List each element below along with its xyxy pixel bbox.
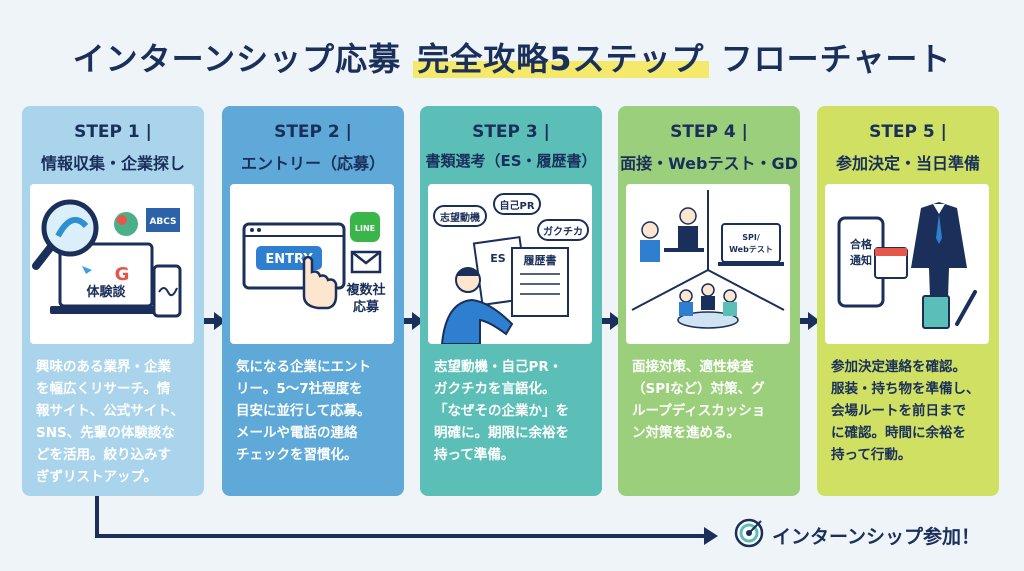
svg-text:Webテスト: Webテスト <box>729 245 773 254</box>
step-subtitle: 面接・Webテスト・GD <box>620 154 798 173</box>
step-label: STEP 5 | <box>869 122 947 142</box>
final-goal: インターンシップ参加！ <box>734 518 980 553</box>
step-label: STEP 1 | <box>74 122 152 142</box>
step-card-3: STEP 3 | 書類選考（ES・履歴書） 志望動機 自己PR ガクチカ ES … <box>420 106 602 496</box>
svg-text:ガクチカ: ガクチカ <box>543 225 583 238</box>
svg-text:志望動機: 志望動機 <box>440 211 480 224</box>
svg-text:自己PR: 自己PR <box>499 199 534 212</box>
step-card-2: STEP 2 | エントリー（応募） ENTRY LINE 複数社 応募 気にな… <box>222 106 404 496</box>
svg-text:LINE: LINE <box>355 224 375 233</box>
step-description: 志望動機・自己PR・ ガクチカを言語化。 「なぜその企業か」を 明確に。期限に余… <box>434 359 569 463</box>
step-subtitle: 書類選考（ES・履歴書） <box>425 152 597 170</box>
final-label: インターンシップ参加！ <box>772 526 981 548</box>
flow-line-horizontal <box>95 534 705 538</box>
svg-text:応募: 応募 <box>353 299 380 315</box>
svg-text:通知: 通知 <box>850 253 872 267</box>
step-subtitle: 情報収集・企業探し <box>40 154 185 173</box>
svg-text:SPI/: SPI/ <box>742 233 760 242</box>
logo-text: ABCS <box>149 217 176 227</box>
title-highlight: 完全攻略5ステップ <box>413 40 709 78</box>
final-arrow <box>704 527 718 545</box>
documents-illustration: 志望動機 自己PR ガクチカ ES 履歴書 <box>428 184 592 344</box>
step-card-1: STEP 1 | 情報収集・企業探し ABCS G 体験談 興味のある業界・企業… <box>22 106 204 496</box>
step-subtitle: エントリー（応募） <box>240 154 385 173</box>
svg-text:ES: ES <box>490 252 506 265</box>
preparation-illustration: 合格 通知 <box>825 184 989 344</box>
step-label: STEP 2 | <box>274 122 352 142</box>
step-subtitle: 参加決定・当日準備 <box>835 154 980 173</box>
step-description: 面接対策、適性検査 （SPIなど）対策、グ ループディスカッショ ン対策を進める… <box>632 359 766 441</box>
flow-arrow-shaft <box>602 318 612 324</box>
research-illustration: ABCS G 体験談 <box>30 184 194 344</box>
step-label: STEP 4 | <box>670 122 748 142</box>
step-card-4: STEP 4 | 面接・Webテスト・GD SPI/ Webテスト 面接対策、適… <box>618 106 800 496</box>
flow-arrow-shaft <box>204 318 216 324</box>
entry-button-label: ENTRY <box>265 252 313 267</box>
step-description: 興味のある業界・企業 を幅広くリサーチ。情 報サイト、公式サイト、 SNS、先輩… <box>36 359 184 485</box>
target-icon <box>734 518 764 553</box>
flow-arrow-shaft <box>404 318 414 324</box>
step-description: 参加決定連絡を確認。 服装・持ち物を準備し、 会場ルートを前日まで に確認。時間… <box>831 359 980 463</box>
page-title: インターンシップ応募 完全攻略5ステップ フローチャート <box>72 40 952 78</box>
step-description: 気になる企業にエント リー。5〜7社程度を 目安に並行して応募。 メールや電話の… <box>236 359 371 463</box>
flow-arrow-shaft <box>800 318 810 324</box>
flow-line-vertical <box>95 496 99 538</box>
multi-apply-label: 複数社 <box>345 282 385 298</box>
svg-text:G: G <box>115 264 130 285</box>
interview-illustration: SPI/ Webテスト <box>626 184 790 344</box>
entry-illustration: ENTRY LINE 複数社 応募 <box>230 184 394 344</box>
step-card-5: STEP 5 | 参加決定・当日準備 合格 通知 参加決定連絡を確認。 服装・持… <box>817 106 999 496</box>
experience-label: 体験談 <box>86 284 126 300</box>
svg-text:履歴書: 履歴書 <box>524 253 557 267</box>
step-label: STEP 3 | <box>472 122 550 142</box>
svg-text:合格: 合格 <box>850 237 873 251</box>
